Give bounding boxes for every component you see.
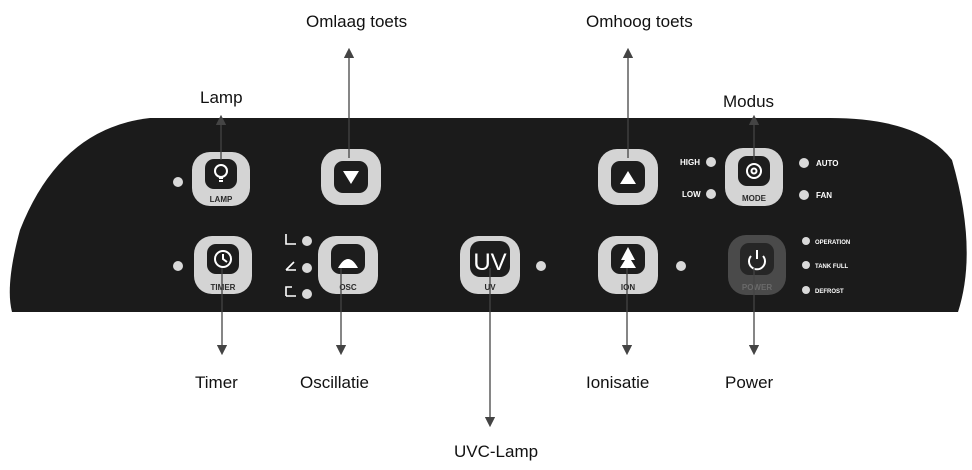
timer-led — [173, 261, 183, 271]
timer-button[interactable]: TIMER — [194, 236, 252, 294]
arrow-up-icon — [620, 171, 636, 184]
fan-led — [799, 190, 809, 200]
callout-omhoog-toets: Omhoog toets — [586, 12, 693, 31]
operation-led — [802, 237, 810, 245]
up-button[interactable] — [598, 149, 658, 205]
tank-full-indicator-label: TANK FULL — [815, 264, 849, 270]
callout-power: Power — [725, 373, 774, 392]
osc-led-2 — [302, 263, 312, 273]
mode-gear-icon — [746, 163, 762, 179]
callout-modus: Modus — [723, 92, 775, 111]
fan-indicator-label: FAN — [816, 191, 832, 200]
bulb-icon — [214, 164, 228, 182]
lamp-button[interactable]: LAMP — [192, 152, 250, 206]
callout-lamp: Lamp — [200, 88, 243, 107]
mode-label: MODE — [742, 194, 767, 203]
osc-button[interactable]: OSC — [318, 236, 378, 294]
angle-60-icon — [285, 261, 296, 271]
high-indicator-label: HIGH — [680, 158, 700, 167]
arrow-down-icon — [343, 171, 359, 184]
auto-led — [799, 158, 809, 168]
power-label: POWER — [742, 283, 772, 292]
callout-oscillatie: Oscillatie — [300, 373, 369, 392]
defrost-indicator-label: DEFROST — [815, 289, 844, 295]
down-button[interactable] — [321, 149, 381, 205]
ion-label: ION — [621, 283, 635, 292]
callout-timer: Timer — [195, 373, 238, 392]
low-led — [706, 189, 716, 199]
tree-icon — [620, 247, 636, 268]
auto-indicator-label: AUTO — [816, 159, 839, 168]
low-indicator-label: LOW — [682, 190, 701, 199]
osc-label: OSC — [339, 283, 357, 292]
oscillation-fan-icon — [338, 259, 358, 268]
uv-button[interactable]: UV UV — [460, 236, 520, 294]
operation-indicator-label: OPERATION — [815, 240, 850, 246]
lamp-led — [173, 177, 183, 187]
mode-button[interactable]: MODE — [725, 148, 783, 206]
clock-icon — [214, 250, 232, 268]
lamp-label: LAMP — [210, 195, 233, 204]
ion-led — [676, 261, 686, 271]
power-icon — [748, 250, 766, 271]
angle-indicators — [285, 234, 296, 297]
osc-led-1 — [302, 236, 312, 246]
callout-omlaag-toets: Omlaag toets — [306, 12, 408, 31]
angle-90-icon — [285, 234, 296, 245]
timer-label: TIMER — [211, 283, 236, 292]
callout-ionisatie: Ionisatie — [586, 373, 650, 392]
tank-full-led — [802, 261, 810, 269]
leader-arrows — [215, 47, 760, 428]
uv-led — [536, 261, 546, 271]
callout-uvc-lamp: UVC-Lamp — [454, 442, 539, 461]
high-led — [706, 157, 716, 167]
power-button[interactable]: POWER — [728, 235, 786, 295]
osc-led-3 — [302, 289, 312, 299]
ion-button[interactable]: ION — [598, 236, 658, 294]
angle-120-icon — [285, 286, 296, 297]
defrost-led — [802, 286, 810, 294]
